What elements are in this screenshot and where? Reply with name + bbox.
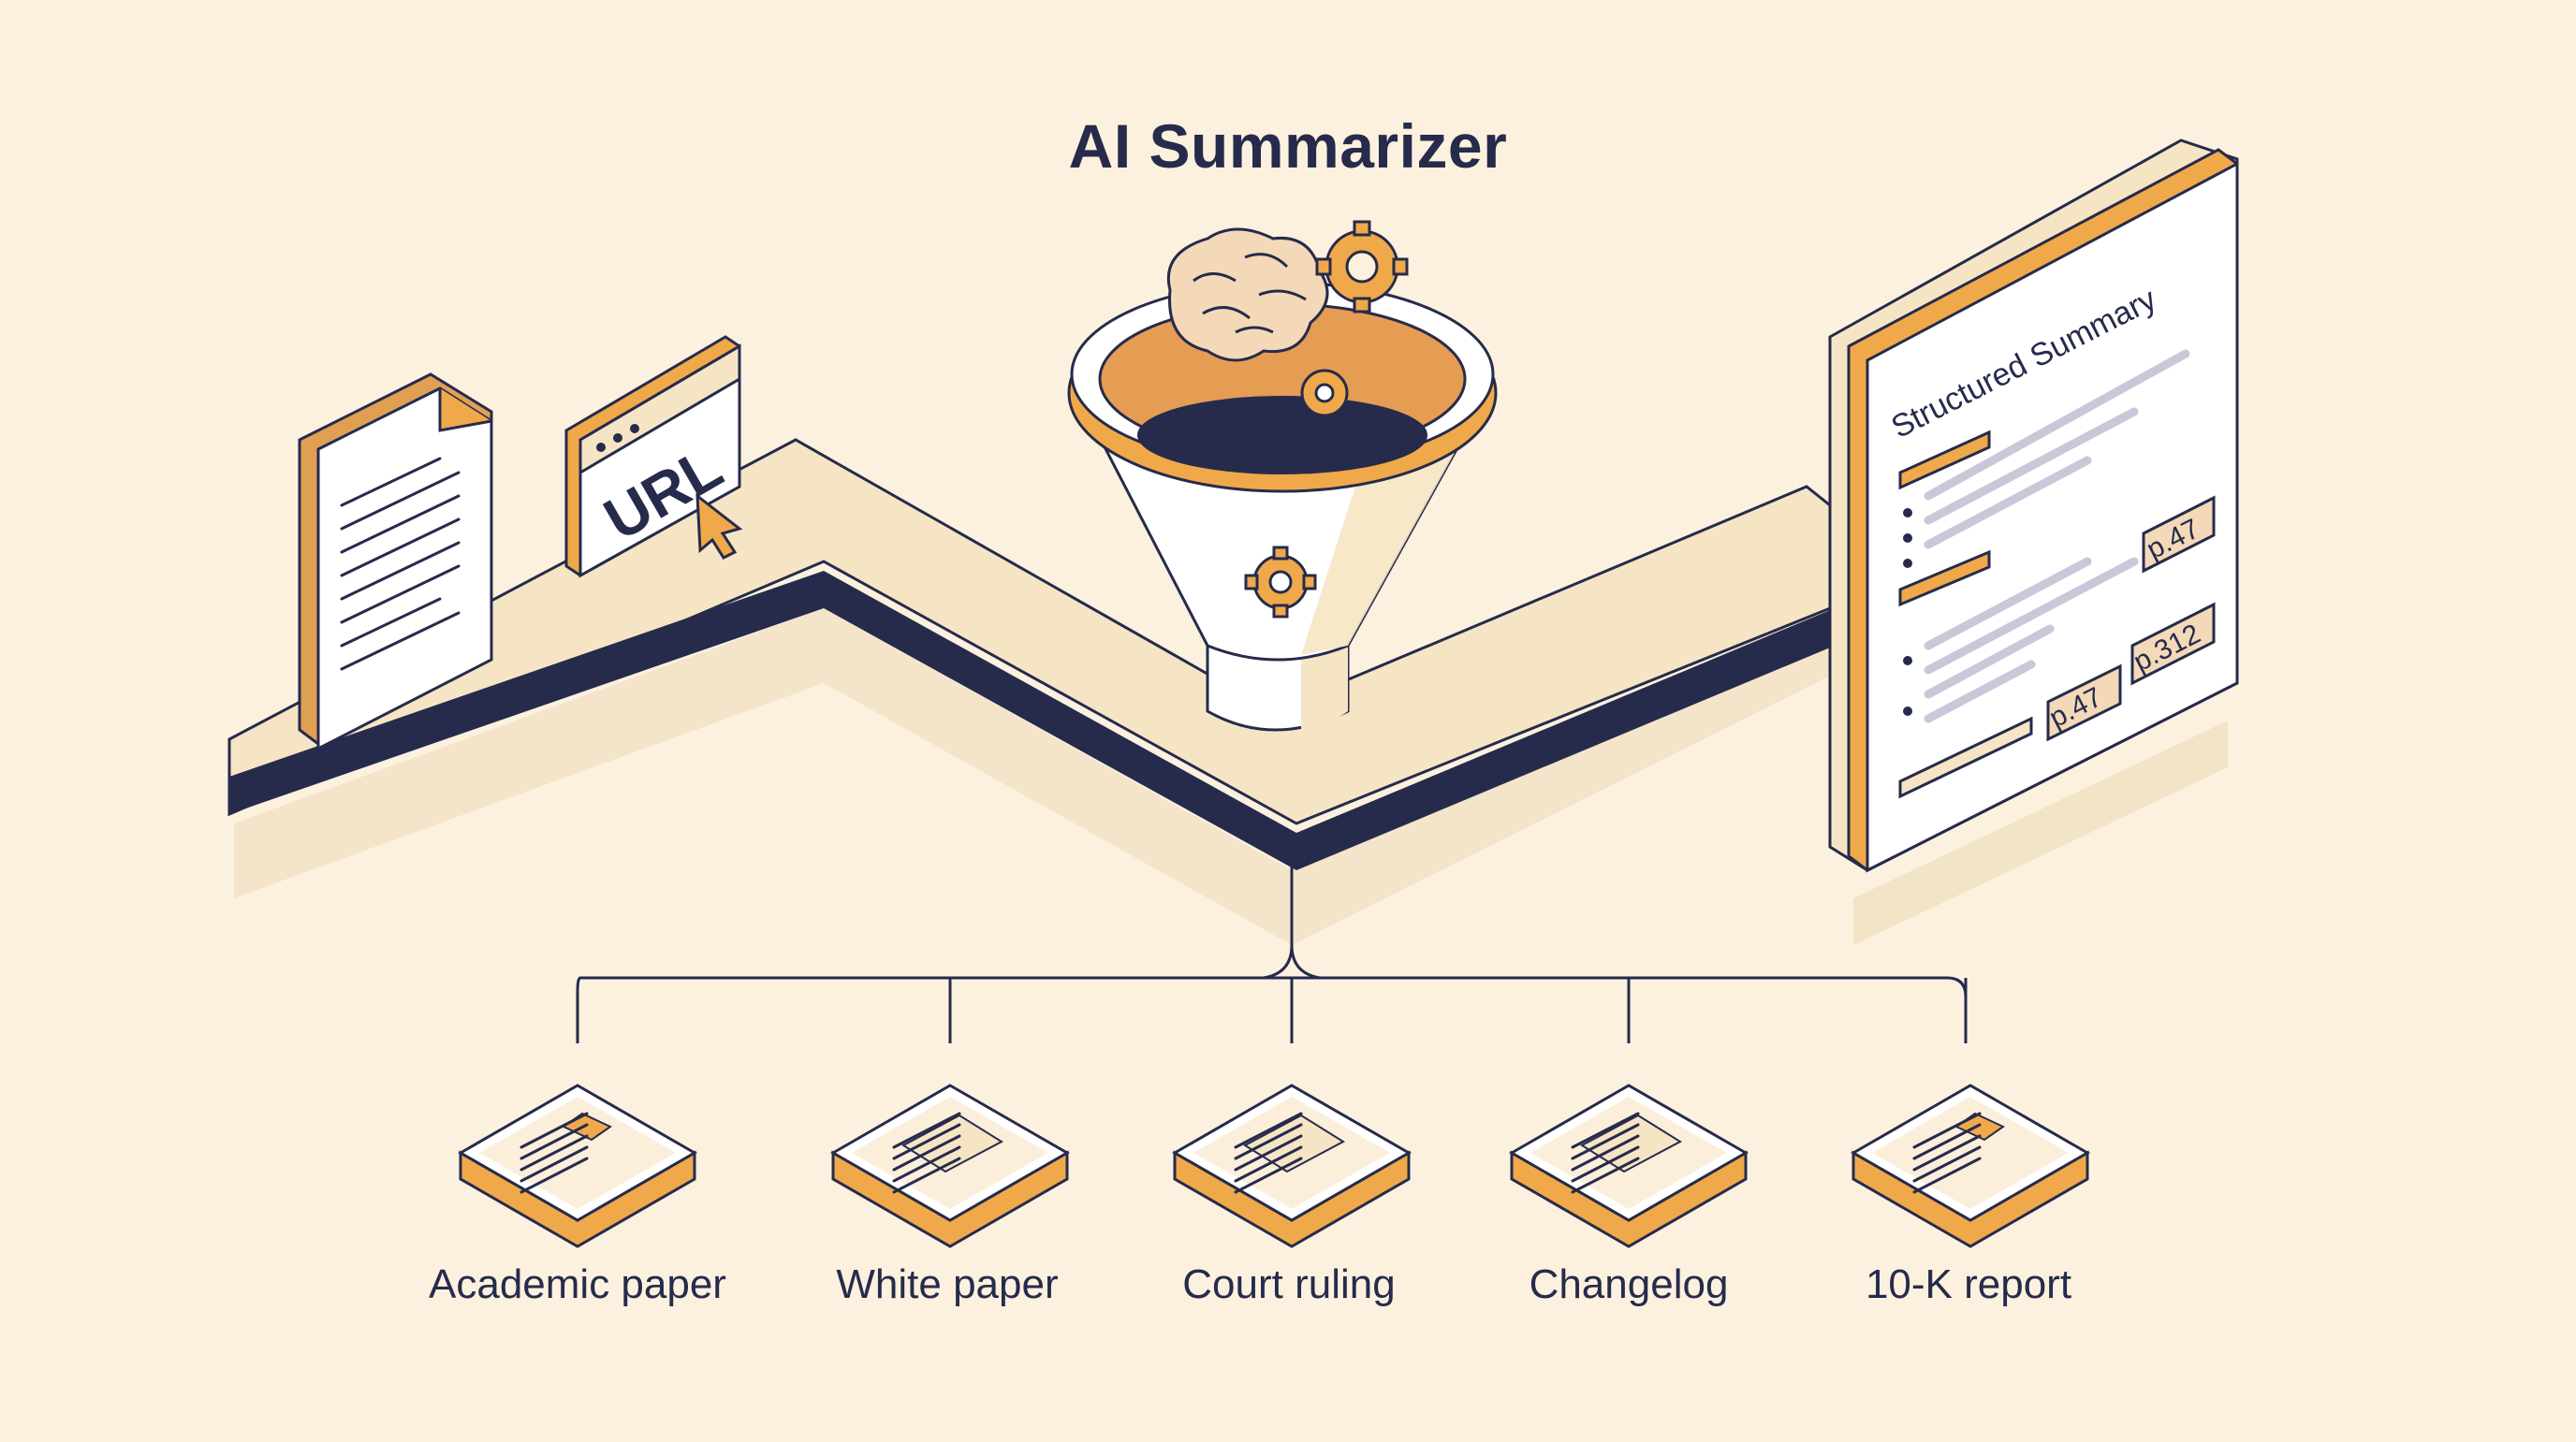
structured-summary-panel: Structured Summary p.47 p.47 (1828, 138, 2239, 945)
citation-chip: p.47 (2044, 663, 2122, 742)
category-connectors (576, 847, 1968, 1043)
category-label-court-ruling: Court ruling (1182, 1261, 1396, 1307)
page-title: AI Summarizer (1068, 111, 1508, 181)
academic-paper-icon (457, 1084, 698, 1248)
brain-icon (1166, 227, 1329, 362)
cursor-arrow-icon (695, 492, 743, 560)
changelog-icon (1508, 1084, 1749, 1248)
document-input-icon (298, 372, 493, 751)
gear-icon (1244, 546, 1317, 619)
funnel-processor (1067, 220, 1498, 732)
category-label-10k-report: 10-K report (1865, 1261, 2072, 1307)
court-ruling-icon (1171, 1084, 1412, 1248)
gear-icon (1315, 220, 1409, 313)
category-label-academic-paper: Academic paper (429, 1261, 726, 1307)
10k-report-icon (1850, 1084, 2091, 1248)
category-label-changelog: Changelog (1529, 1261, 1729, 1307)
gear-icon (1300, 369, 1349, 417)
white-paper-icon (829, 1084, 1071, 1248)
category-label-white-paper: White paper (836, 1261, 1059, 1307)
